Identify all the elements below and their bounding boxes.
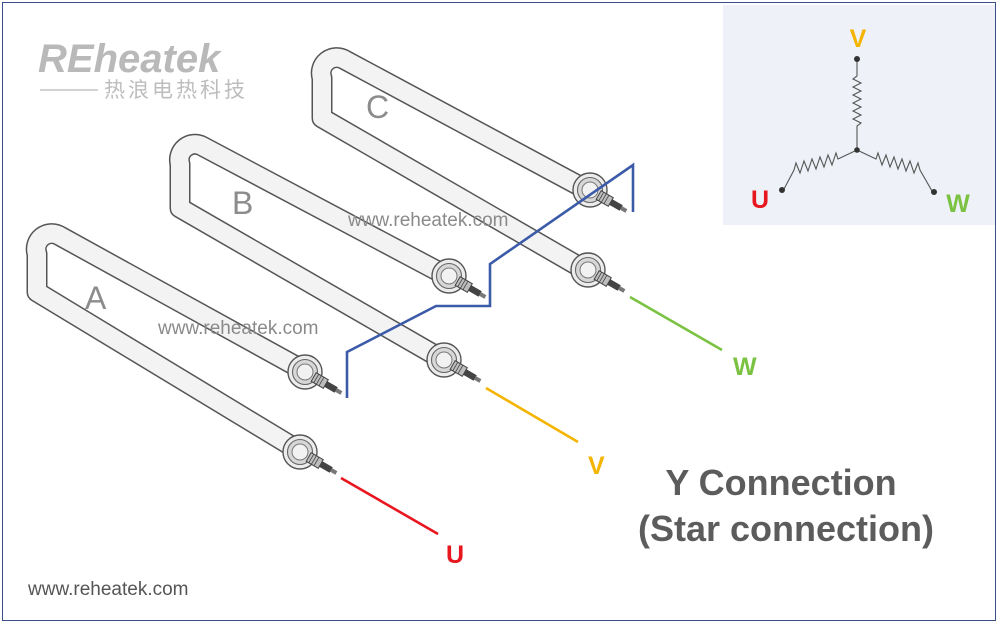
heating-element-a: A: [25, 223, 345, 479]
logo-subtitle: 热浪电热科技: [104, 78, 248, 102]
title-line-2: (Star connection): [638, 508, 934, 549]
terminal-dot-v: [854, 56, 860, 62]
terminal-fitting: [431, 258, 489, 303]
schematic-label-v: V: [850, 25, 867, 53]
phase-wire-u: [340, 476, 439, 536]
logo-text: REheatek: [38, 37, 222, 81]
schematic-label-w: W: [946, 190, 970, 218]
resistor-u: [783, 149, 858, 190]
star-point: [854, 147, 860, 153]
terminal-fitting: [287, 354, 345, 399]
phase-wire-w: [629, 295, 723, 352]
brand-logo: REheatek 热浪电热科技: [38, 37, 248, 102]
element-label-a: A: [85, 280, 107, 316]
heating-element-b: B: [168, 133, 489, 387]
phase-label-w: W: [733, 353, 757, 381]
schematic-label-u: U: [751, 186, 769, 214]
element-label-b: B: [232, 185, 253, 221]
phase-label-u: U: [446, 541, 464, 569]
phase-wire-v: [485, 386, 579, 444]
watermark-left: www.reheatek.com: [157, 318, 319, 339]
resistor-w: [856, 149, 933, 192]
terminal-fitting: [570, 252, 628, 297]
resistor-v: [851, 60, 863, 150]
title-line-1: Y Connection: [665, 462, 896, 503]
watermark-center: www.reheatek.com: [347, 210, 509, 231]
neutral-wire: [345, 162, 635, 398]
element-label-c: C: [366, 89, 389, 125]
terminal-fitting: [572, 172, 630, 217]
heating-element-c: C: [310, 47, 630, 297]
terminal-fitting: [426, 342, 484, 387]
schematic-panel: [723, 5, 995, 225]
star-schematic: V U W: [723, 5, 995, 225]
phase-label-v: V: [588, 452, 605, 480]
footer-url: www.reheatek.com: [27, 579, 189, 600]
terminal-dot-w: [931, 189, 937, 195]
terminal-dot-u: [779, 187, 785, 193]
terminal-fitting: [282, 434, 340, 479]
